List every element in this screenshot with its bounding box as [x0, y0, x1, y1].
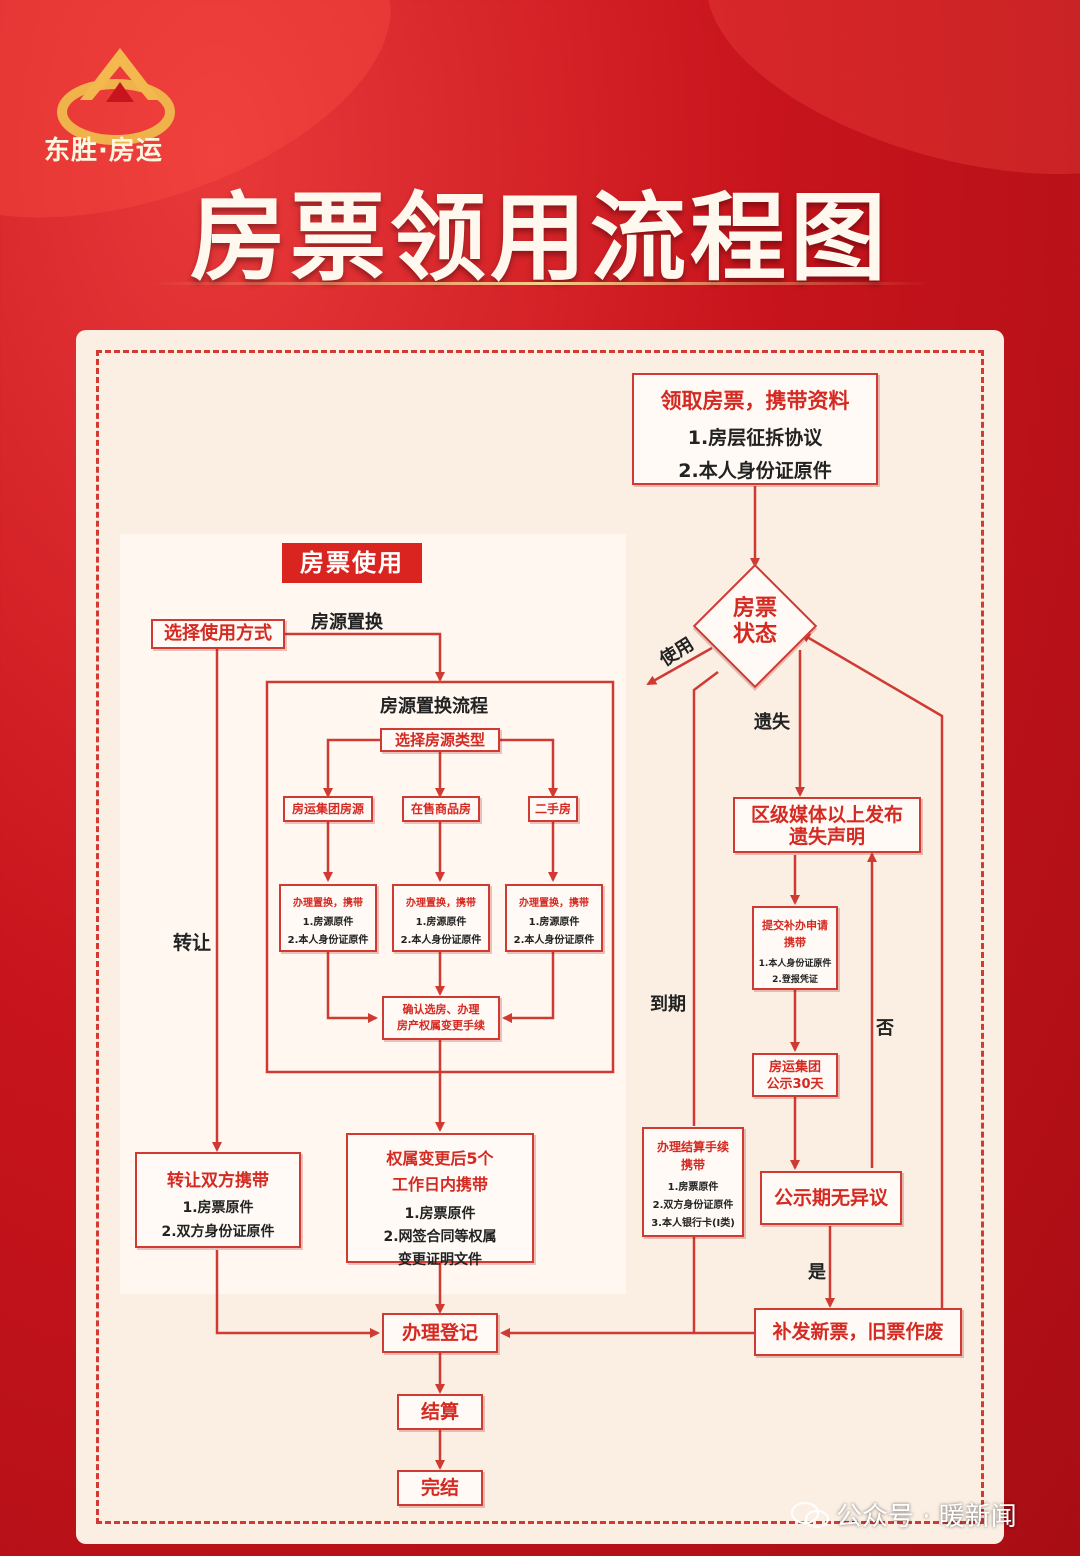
transfer-materials-item: 2.双方身份证原件: [161, 1224, 275, 1240]
transfer-materials-item: 1.房票原件: [182, 1200, 254, 1216]
publicity-box: 房运集团 公示30天: [752, 1053, 838, 1097]
edge-label-transfer: 转让: [173, 932, 212, 954]
collect-ticket-title: 领取房票，携带资料: [660, 389, 850, 413]
swap-materials-item: 2.本人身份证原件: [287, 935, 369, 946]
reissue-apply-line-1: 提交补办申请: [762, 919, 828, 932]
reissue-apply-item: 1.本人身份证原件: [758, 959, 832, 969]
finish-box: 完结: [397, 1470, 483, 1506]
publicity-line-1: 房运集团: [768, 1060, 821, 1075]
collect-ticket-item: 1.房层征拆协议: [687, 427, 823, 449]
swap-materials-title: 办理置换，携带: [293, 898, 363, 909]
settlement-procedure-box: 办理结算手续 携带 1.房票原件 2.双方身份证原件 3.本人银行卡(I类): [642, 1127, 744, 1237]
choose-source-box: 选择房源类型: [380, 728, 500, 752]
transfer-materials-box: 转让双方携带 1.房票原件 2.双方身份证原件: [135, 1152, 301, 1248]
watermark-text: 公众号 · 暖新闻: [836, 1502, 1017, 1532]
status-line-2: 状态: [732, 622, 777, 647]
logo-text: 东胜·房运: [44, 136, 163, 166]
ownership-change-box: 权属变更后5个 工作日内携带 1.房票原件 2.网签合同等权属 变更证明文件: [346, 1133, 534, 1268]
swap-materials-title: 办理置换，携带: [406, 898, 476, 909]
wechat-icon: [791, 1501, 829, 1528]
collect-ticket-item: 2.本人身份证原件: [678, 460, 832, 482]
title-divider: [150, 282, 930, 285]
edge-label-swap: 房源置换: [311, 612, 383, 633]
panel-dashed-border: [96, 350, 984, 1524]
lost-notice-line-2: 遗失声明: [788, 826, 865, 848]
swap-materials-title: 办理置换，携带: [519, 898, 589, 909]
swap-materials-box: 办理置换，携带 1.房源原件 2.本人身份证原件: [279, 884, 377, 952]
register-box: 办理登记: [382, 1313, 498, 1353]
settle-box: 结算: [397, 1394, 483, 1430]
source-type-box: 在售商品房: [402, 796, 480, 822]
edge-label-expire: 到期: [650, 994, 686, 1015]
confirm-line-2: 房产权属变更手续: [397, 1019, 485, 1032]
edge-label-lost: 遗失: [754, 712, 790, 733]
edge-label-no: 否: [876, 1018, 894, 1039]
edge-label-yes: 是: [808, 1262, 826, 1283]
swap-materials-item: 1.房源原件: [528, 917, 580, 928]
page-title: 房票领用流程图: [190, 182, 890, 294]
ownership-item: 变更证明文件: [398, 1252, 482, 1268]
reissue-application-box: 提交补办申请 携带 1.本人身份证原件 2.登报凭证: [752, 906, 838, 990]
settlement-title-line-1: 办理结算手续: [656, 1140, 729, 1154]
reissue-apply-line-2: 携带: [784, 936, 806, 949]
swap-materials-item: 2.本人身份证原件: [513, 935, 595, 946]
reissue-box: 补发新票，旧票作废: [754, 1308, 962, 1356]
swap-materials-box: 办理置换，携带 1.房源原件 2.本人身份证原件: [392, 884, 490, 952]
confirm-line-1: 确认选房、办理: [402, 1003, 480, 1016]
swap-materials-item: 1.房源原件: [302, 917, 354, 928]
ownership-title-line-1: 权属变更后5个: [386, 1149, 494, 1168]
swap-flow-frame: [265, 680, 615, 1074]
ticket-status-label: 房票 状态: [705, 596, 805, 648]
lost-notice-box: 区级媒体以上发布 遗失声明: [733, 797, 921, 853]
settlement-item: 3.本人银行卡(I类): [651, 1218, 735, 1229]
source-type-box: 二手房: [528, 796, 578, 822]
watermark: 公众号 · 暖新闻: [790, 1496, 1017, 1533]
settlement-title-line-2: 携带: [680, 1158, 705, 1172]
ownership-item: 2.网签合同等权属: [383, 1229, 497, 1245]
ownership-title-line-2: 工作日内携带: [391, 1175, 488, 1194]
company-logo-icon: [57, 48, 175, 145]
settlement-item: 1.房票原件: [667, 1182, 719, 1193]
section-title-usage: 房票使用: [282, 543, 422, 583]
transfer-materials-title: 转让双方携带: [167, 1171, 269, 1191]
settlement-item: 2.双方身份证原件: [652, 1200, 734, 1211]
publicity-line-2: 公示30天: [766, 1077, 824, 1092]
swap-materials-box: 办理置换，携带 1.房源原件 2.本人身份证原件: [505, 884, 603, 952]
swap-flow-title: 房源置换流程: [380, 696, 488, 717]
reissue-apply-item: 2.登报凭证: [772, 975, 818, 985]
lost-notice-line-1: 区级媒体以上发布: [750, 804, 903, 826]
choose-method-box: 选择使用方式: [151, 619, 285, 649]
ownership-item: 1.房票原件: [404, 1206, 476, 1222]
confirm-selection-box: 确认选房、办理 房产权属变更手续: [382, 996, 500, 1040]
swap-materials-item: 2.本人身份证原件: [400, 935, 482, 946]
swap-materials-item: 1.房源原件: [415, 917, 467, 928]
status-line-1: 房票: [732, 596, 777, 621]
collect-ticket-box: 领取房票，携带资料 1.房层征拆协议 2.本人身份证原件: [632, 373, 878, 485]
source-type-box: 房运集团房源: [283, 796, 373, 822]
no-objection-box: 公示期无异议: [760, 1171, 902, 1225]
